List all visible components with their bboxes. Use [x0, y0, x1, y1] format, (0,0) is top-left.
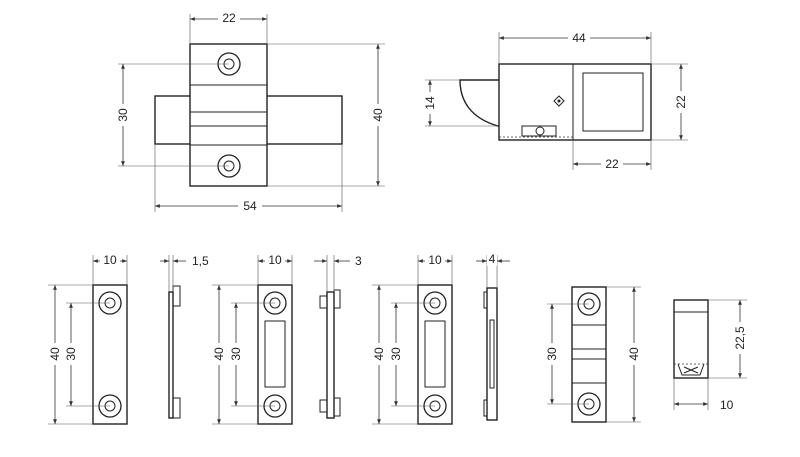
dim-side-length: 44	[572, 31, 586, 45]
side-body	[498, 63, 652, 141]
dim-side-plunger: 14	[423, 96, 437, 110]
plate-3-front: 10 40 30	[372, 253, 453, 425]
dim-plate-1-thickness: 1,5	[192, 254, 209, 268]
dim-plate-4-height-inner: 30	[545, 347, 559, 361]
plate-2-slot	[264, 320, 286, 388]
plate-3-side: 4	[476, 252, 510, 421]
small-block: 22,5 10	[673, 299, 747, 412]
plate-1-side: 1,5	[160, 254, 209, 419]
side-square-window	[582, 72, 644, 132]
dim-plate-2-height-inner: 30	[229, 347, 243, 361]
dim-plate-3-width: 10	[428, 253, 442, 267]
plate-3-slot	[424, 320, 446, 388]
dim-small-height: 22,5	[733, 326, 747, 350]
dim-plate-3-thickness: 4	[489, 252, 496, 266]
front-view: 22 30 40 54	[116, 11, 385, 213]
plate-2-side: 3	[314, 254, 362, 419]
dim-plate-1-width: 10	[103, 253, 117, 267]
plate-2-front: 10 40 30	[212, 253, 293, 425]
plate-2-side-body	[326, 291, 335, 419]
front-left-plunger	[154, 95, 192, 145]
plate-3-side-body	[486, 287, 498, 421]
side-plunger	[459, 79, 501, 127]
dim-plate-3-height-inner: 30	[389, 347, 403, 361]
plate-1-front: 10 40 30	[48, 253, 128, 425]
dim-side-height: 22	[674, 95, 688, 109]
dim-plate-1-height-inner: 30	[64, 347, 78, 361]
dim-plate-1-height-outer: 40	[48, 347, 62, 361]
dim-front-height-inner: 30	[116, 108, 130, 122]
dim-front-height-outer: 40	[371, 108, 385, 122]
dim-plate-2-thickness: 3	[355, 254, 362, 268]
plate-4-front: 30 40	[545, 286, 641, 423]
side-marker	[553, 95, 565, 107]
dim-plate-3-height-outer: 40	[372, 347, 386, 361]
plate-1-side-body	[168, 291, 174, 419]
dim-front-width: 22	[222, 11, 236, 25]
dim-plate-4-height-outer: 40	[627, 347, 641, 361]
small-block-body	[673, 299, 709, 379]
dim-side-body-width: 22	[605, 157, 619, 171]
side-view: 44 14 22 22	[423, 30, 688, 171]
dim-small-width: 10	[720, 398, 734, 412]
dim-plate-2-width: 10	[268, 253, 282, 267]
dim-plate-2-height-outer: 40	[212, 347, 226, 361]
front-right-plunger	[265, 95, 343, 145]
dim-front-length: 54	[243, 199, 257, 213]
